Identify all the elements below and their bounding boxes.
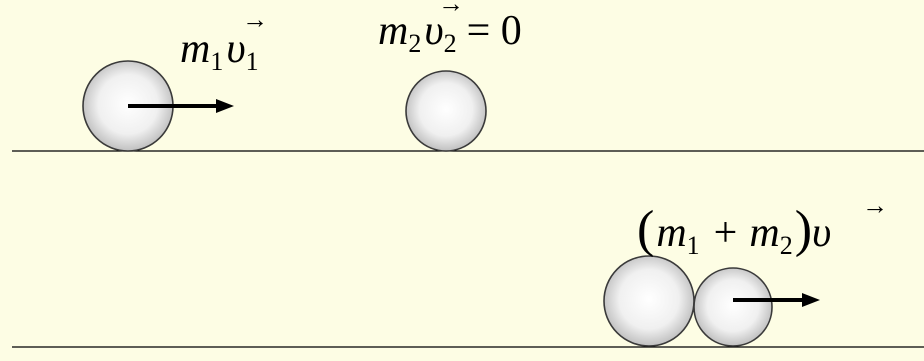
mass-1-symbol: m (656, 210, 686, 256)
mass-symbol: m (378, 8, 408, 54)
ball-2-momentum-label: m2υ2= 0 → (378, 0, 522, 58)
vector-arrow-v2: → (438, 0, 464, 18)
mass-subscript: 2 (408, 29, 421, 58)
open-paren: ( (637, 201, 654, 258)
mass-symbol: m (180, 26, 210, 72)
velocity-subscript: 1 (246, 47, 259, 76)
plus-sign: + (714, 210, 738, 256)
velocity-arrowhead-combined (802, 293, 820, 307)
close-paren: ) (795, 201, 812, 258)
velocity-symbol: υ (812, 210, 831, 256)
svg-text:(m1+m2)υ: (m1+m2)υ (637, 201, 831, 260)
combined-momentum-label: (m1+m2)υ → (637, 191, 888, 260)
mass-1-subscript: 1 (687, 231, 700, 260)
ball-2 (405, 70, 487, 152)
ball-1-after (603, 255, 695, 347)
equals-zero: = 0 (467, 8, 522, 54)
velocity-arrowhead-ball-1 (216, 99, 234, 113)
velocity-subscript: 2 (444, 29, 457, 58)
ball-2-after (693, 267, 773, 347)
vector-arrow-v1: → (242, 5, 268, 34)
svg-text:m2υ2= 0: m2υ2= 0 (378, 8, 522, 58)
ball-1-momentum-label: m1υ1 → (180, 5, 268, 76)
mass-2-subscript: 2 (780, 231, 793, 260)
velocity-symbol: υ (226, 26, 245, 72)
velocity-symbol: υ (424, 8, 443, 54)
mass-2-symbol: m (749, 210, 779, 256)
svg-text:m1υ1: m1υ1 (180, 26, 259, 76)
mass-subscript: 1 (210, 47, 223, 76)
vector-arrow-v: → (862, 191, 888, 220)
